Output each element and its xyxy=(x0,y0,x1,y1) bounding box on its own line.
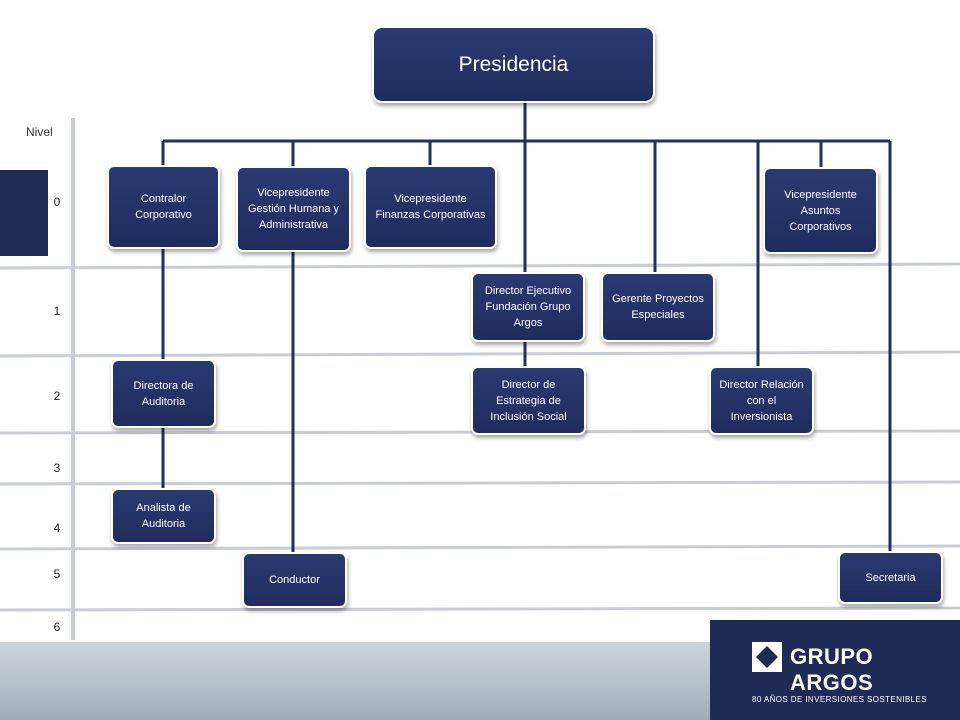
level-divider xyxy=(0,480,960,486)
node-conductor: Conductor xyxy=(242,552,347,608)
brand-panel: GRUPO ARGOS 80 AÑOS DE INVERSIONES SOSTE… xyxy=(710,620,960,720)
node-presidencia: Presidencia xyxy=(372,26,655,103)
level-divider xyxy=(0,262,960,270)
level-label: 1 xyxy=(53,304,61,318)
level-label: 3 xyxy=(53,461,61,475)
level-divider xyxy=(0,606,960,612)
level-zero-accent xyxy=(0,170,48,256)
node-vp-gestion-humana: Vicepresidente Gestión Humana y Administ… xyxy=(236,166,351,252)
nivel-heading: Nivel xyxy=(26,125,53,139)
node-analista-auditoria: Analista de Auditoria xyxy=(111,488,216,544)
footer-texture xyxy=(0,642,710,720)
level-divider xyxy=(0,544,960,551)
node-director-fundacion: Director Ejecutivo Fundación Grupo Argos xyxy=(471,272,585,342)
node-director-relacion-inversionista: Director Relación con el Inversionista xyxy=(709,366,814,435)
brand-tagline: 80 AÑOS DE INVERSIONES SOSTENIBLES xyxy=(752,695,927,704)
level-label: 0 xyxy=(53,195,61,209)
node-gerente-proyectos: Gerente Proyectos Especiales xyxy=(601,272,715,342)
node-vp-asuntos-corporativos: Vicepresidente Asuntos Corporativos xyxy=(763,167,878,254)
brand-name: GRUPO ARGOS xyxy=(790,644,874,695)
level-divider xyxy=(0,350,960,358)
node-secretaria: Secretaria xyxy=(838,551,943,604)
node-contralor-corporativo: Contralor Corporativo xyxy=(107,165,220,249)
level-label: 6 xyxy=(53,620,61,634)
level-label: 4 xyxy=(53,521,61,535)
level-label: 2 xyxy=(53,389,61,403)
grupo-argos-logo-icon xyxy=(752,642,782,672)
node-directora-auditoria: Directora de Auditoria xyxy=(111,359,216,428)
node-vp-finanzas: Vicepresidente Finanzas Corporativas xyxy=(364,165,497,249)
level-label: 5 xyxy=(53,567,61,581)
node-director-estrategia: Director de Estrategia de Inclusión Soci… xyxy=(471,366,586,435)
